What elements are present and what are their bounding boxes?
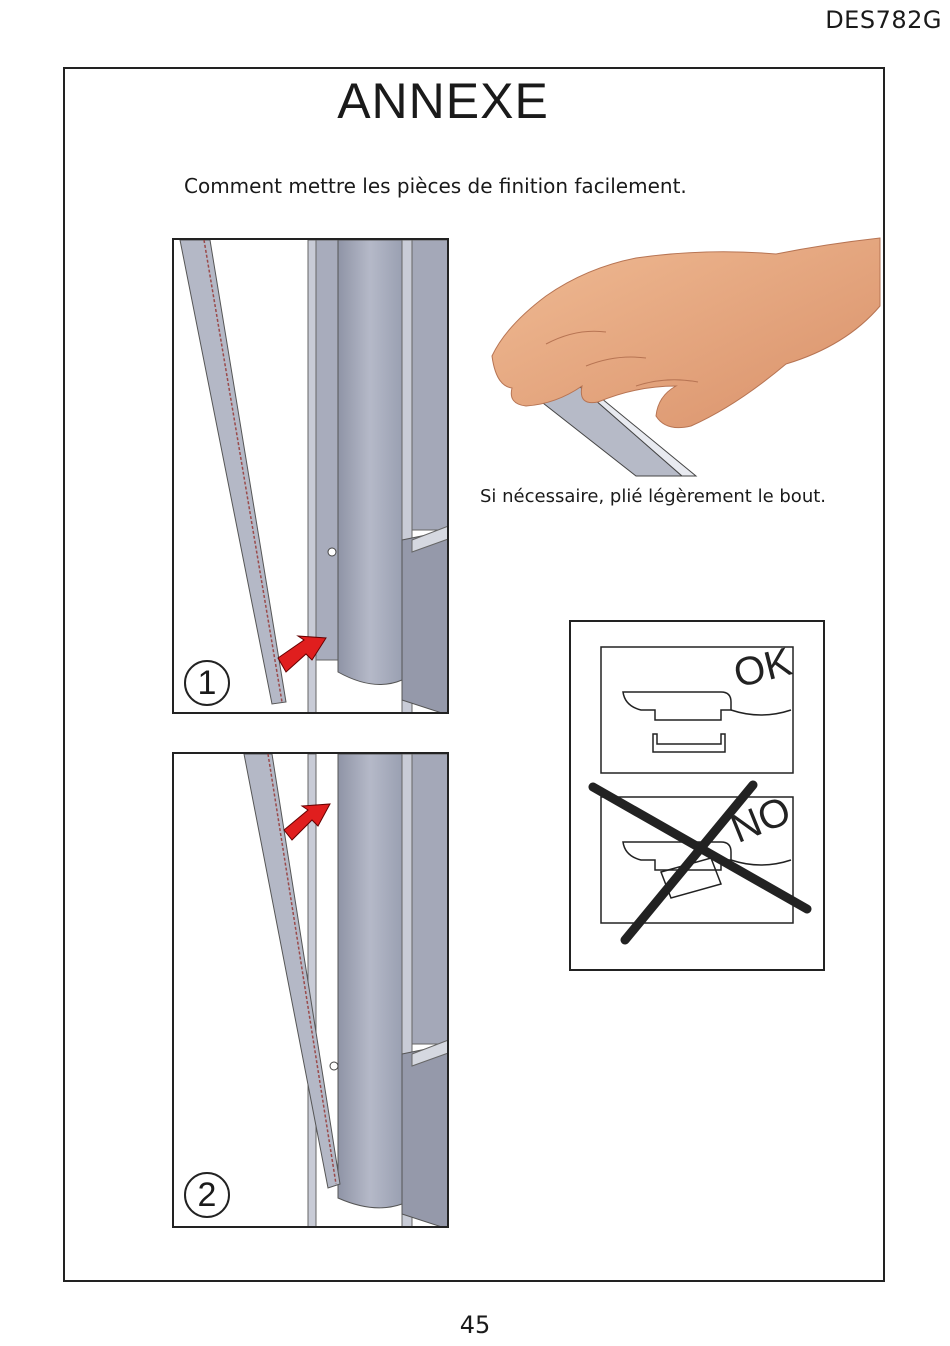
step-1-illustration: 1 (172, 238, 449, 714)
door-profile-drawing-2 (174, 754, 449, 1228)
page-subtitle: Comment mettre les pièces de finition fa… (184, 174, 687, 198)
document-code: DES782G (825, 6, 942, 34)
step-2-illustration: 2 (172, 752, 449, 1228)
step-number-2: 2 (184, 1172, 230, 1218)
profile-comparison-box: OK NO (569, 620, 825, 971)
page-title: ANNEXE (0, 72, 950, 130)
insert-arrow-2 (284, 804, 330, 840)
hand-bending-strip-illustration (486, 236, 882, 480)
hand-caption: Si nécessaire, plié légèrement le bout. (480, 486, 826, 507)
step-number-1: 1 (184, 660, 230, 706)
page-number: 45 (0, 1311, 950, 1339)
page-title-text: ANNEXE (337, 72, 549, 130)
door-profile-drawing-1 (174, 240, 449, 714)
